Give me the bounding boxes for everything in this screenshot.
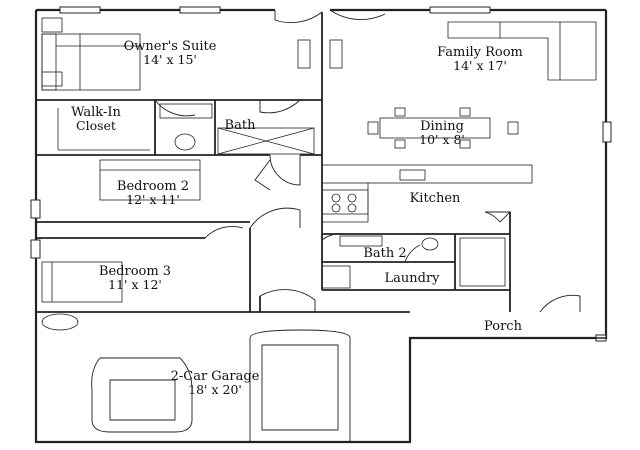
room-label-porch: Porch	[484, 319, 522, 334]
room-label-dining: Dining 10' x 8'	[419, 119, 465, 147]
room-label-bedroom-2: Bedroom 2 12' x 11'	[116, 179, 190, 207]
room-label-garage: 2-Car Garage 18' x 20'	[170, 369, 260, 397]
room-label-bath: Bath	[224, 118, 256, 133]
room-dims-family-room: 14' x 17'	[453, 58, 507, 73]
room-dims-dining: 10' x 8'	[419, 132, 465, 147]
room-label-family-room: Family Room 14' x 17'	[437, 45, 523, 73]
room-dims-bedroom-3: 11' x 12'	[108, 277, 162, 292]
door-swings	[154, 9, 581, 313]
room-label-bedroom-3: Bedroom 3 11' x 12'	[98, 264, 172, 292]
interior-walls	[36, 12, 511, 313]
room-dims-owners-suite: 14' x 15'	[143, 52, 197, 67]
room-label-walk-in-closet: Walk-In Closet	[71, 105, 121, 133]
room-label-laundry: Laundry	[384, 271, 440, 286]
fixtures	[41, 17, 597, 331]
garage-cars	[91, 329, 351, 443]
room-label-owners-suite: Owner's Suite 14' x 15'	[123, 39, 217, 67]
exterior-walls	[34, 8, 608, 444]
room-dims-garage: 18' x 20'	[188, 382, 242, 397]
room-label-kitchen: Kitchen	[409, 191, 461, 206]
room-dims-bedroom-2: 12' x 11'	[126, 192, 180, 207]
room-label-bath-2: Bath 2	[363, 246, 407, 261]
